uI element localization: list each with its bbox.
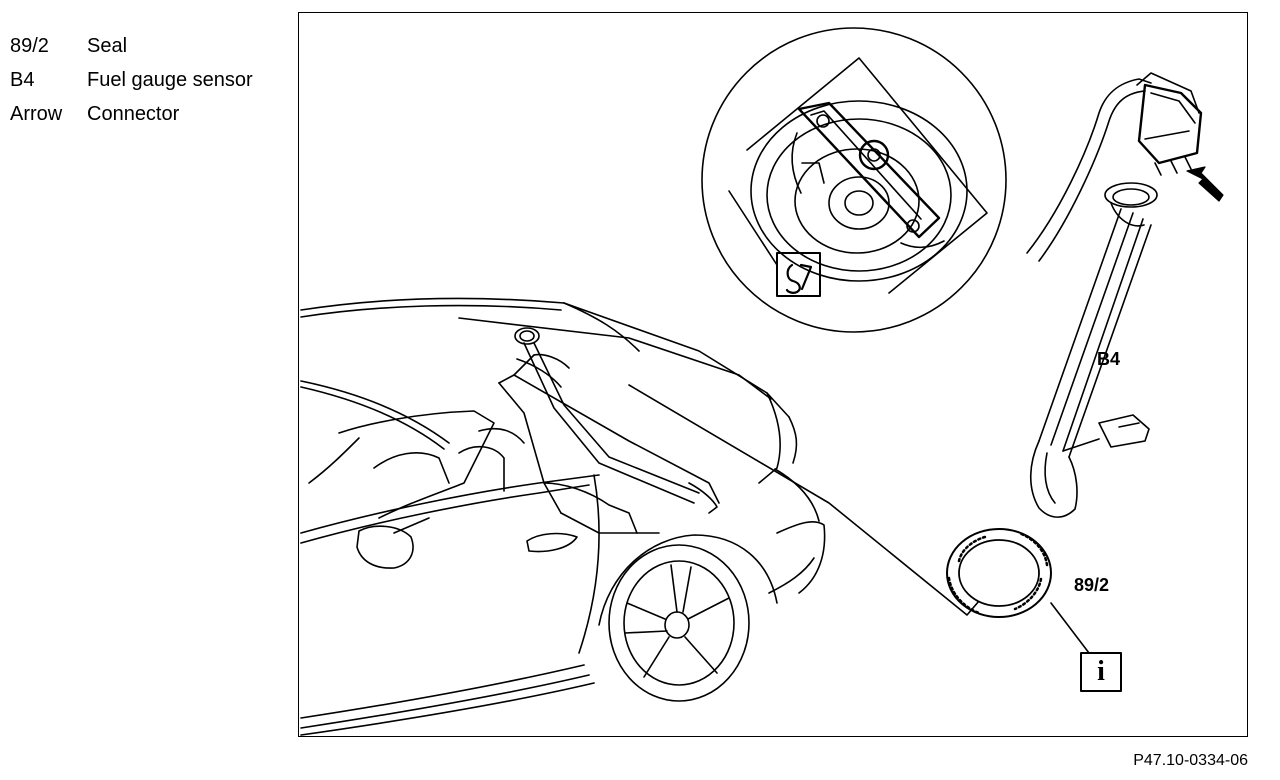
info-icon: i — [1097, 656, 1105, 687]
seal-callout: 89/2 — [1074, 575, 1110, 595]
exploded-view-drawing — [300, 27, 1224, 736]
legend-desc: Seal — [87, 34, 128, 57]
seal-drawing — [946, 528, 1122, 692]
legend-code: Arrow — [10, 102, 63, 125]
car-body — [300, 297, 980, 736]
legend-row: B4 Fuel gauge sensor — [10, 63, 253, 97]
legend-row: Arrow Connector — [10, 97, 253, 131]
legend-row: 89/2 Seal — [10, 29, 253, 63]
legend-code: 89/2 — [10, 34, 49, 57]
legend-desc: Connector — [87, 102, 180, 125]
legend: 89/2 Seal B4 Fuel gauge sensor Arrow Con… — [10, 29, 253, 131]
fuel-gauge-sensor-drawing — [1026, 72, 1224, 518]
detail-circle — [701, 27, 1007, 333]
legend-code: B4 — [10, 68, 35, 91]
figure-reference: P47.10-0334-06 — [1133, 752, 1248, 769]
figure-frame: B4 89/2 i — [298, 12, 1248, 737]
b4-callout: B4 — [1097, 349, 1121, 369]
legend-desc: Fuel gauge sensor — [87, 68, 253, 91]
